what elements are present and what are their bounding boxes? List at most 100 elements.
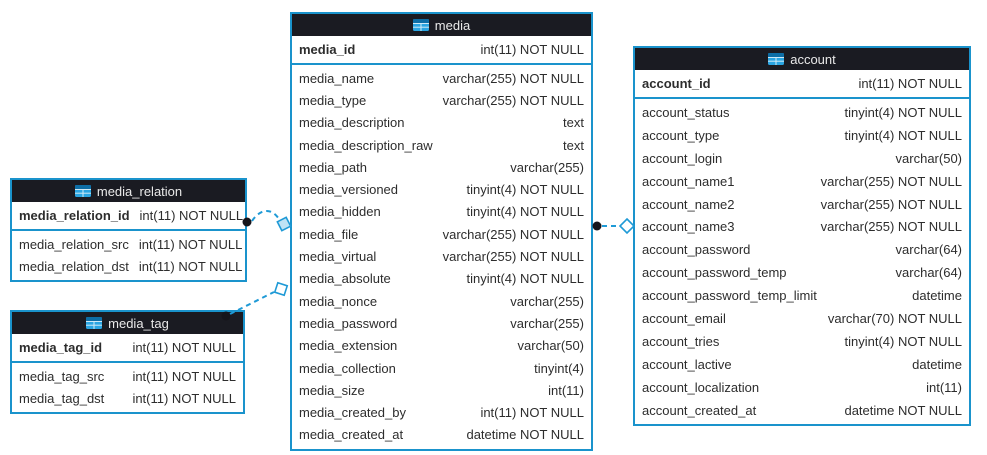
table-row[interactable]: media_nonce varchar(255) xyxy=(292,290,591,312)
table-title: media_tag xyxy=(108,315,169,331)
field-name: account_name2 xyxy=(642,196,735,212)
table-icon xyxy=(412,19,429,31)
table-icon xyxy=(86,317,103,329)
field-type: int(11) NOT NULL xyxy=(858,76,962,91)
field-type: varchar(255) NOT NULL xyxy=(820,219,962,235)
field-name: media_relation_src xyxy=(19,236,129,252)
field-name: media_extension xyxy=(299,338,398,354)
field-name: account_name1 xyxy=(642,173,735,189)
field-name: media_description_raw xyxy=(299,137,433,153)
field-type: int(11) NOT NULL xyxy=(480,42,584,57)
table-row[interactable]: media_relation_src int(11) NOT NULL xyxy=(12,233,245,255)
table-icon xyxy=(768,53,785,65)
table-row[interactable]: media_tag_src int(11) NOT NULL xyxy=(12,365,243,387)
field-name: account_status xyxy=(642,104,730,120)
field-type: varchar(255) xyxy=(510,315,584,331)
field-name: account_password_temp xyxy=(642,265,787,281)
table-header-media-tag[interactable]: media_tag xyxy=(12,312,243,334)
connector-media-to-account[interactable] xyxy=(592,217,636,235)
field-type: int(11) xyxy=(548,382,584,398)
table-row[interactable]: account_password_temp varchar(64) xyxy=(635,261,969,284)
field-type: tinyint(4) NOT NULL xyxy=(466,204,584,220)
field-type: varchar(255) NOT NULL xyxy=(442,226,584,242)
field-type: tinyint(4) xyxy=(534,360,584,376)
primary-key-row[interactable]: media_relation_id int(11) NOT NULL xyxy=(12,202,245,231)
table-row[interactable]: media_file varchar(255) NOT NULL xyxy=(292,223,591,245)
table-header-media-relation[interactable]: media_relation xyxy=(12,180,245,202)
table-header-account[interactable]: account xyxy=(635,48,969,70)
table-title: media_relation xyxy=(96,183,183,199)
table-account[interactable]: account account_id int(11) NOT NULL acco… xyxy=(633,46,971,427)
connector-diamond xyxy=(618,217,636,235)
field-name: account_name3 xyxy=(642,219,735,235)
table-media-relation[interactable]: media_relation media_relation_id int(11)… xyxy=(10,178,247,282)
field-type: tinyint(4) NOT NULL xyxy=(844,104,962,120)
primary-key-row[interactable]: account_id int(11) NOT NULL xyxy=(635,70,969,99)
field-name: media_type xyxy=(299,92,367,108)
field-name: media_tag_src xyxy=(19,368,105,384)
field-type: varchar(64) xyxy=(895,265,962,281)
table-row[interactable]: media_versioned tinyint(4) NOT NULL xyxy=(292,178,591,200)
primary-key-row[interactable]: media_id int(11) NOT NULL xyxy=(292,36,591,65)
table-row[interactable]: media_size int(11) xyxy=(292,379,591,401)
table-header-media[interactable]: media xyxy=(292,14,591,36)
field-name: account_lactive xyxy=(642,356,732,372)
table-row[interactable]: account_name3 varchar(255) NOT NULL xyxy=(635,215,969,238)
field-type: varchar(255) xyxy=(510,293,584,309)
field-type: tinyint(4) NOT NULL xyxy=(844,127,962,143)
field-name: media_relation_id xyxy=(19,208,130,223)
field-type: tinyint(4) NOT NULL xyxy=(844,333,962,349)
field-type: int(11) NOT NULL xyxy=(138,236,243,252)
field-type: int(11) NOT NULL xyxy=(138,258,243,274)
field-type: datetime xyxy=(912,356,962,372)
field-type: datetime xyxy=(912,288,962,304)
field-name: media_file xyxy=(299,226,359,242)
table-row[interactable]: account_name1 varchar(255) NOT NULL xyxy=(635,170,969,193)
primary-key-row[interactable]: media_tag_id int(11) NOT NULL xyxy=(12,334,243,363)
connector-media-relation-to-media[interactable] xyxy=(242,210,293,233)
field-type: int(11) NOT NULL xyxy=(132,368,236,384)
field-name: media_virtual xyxy=(299,249,377,265)
field-type: int(11) xyxy=(926,379,962,395)
table-row[interactable]: account_lactive datetime xyxy=(635,353,969,376)
connector-line xyxy=(251,210,280,222)
field-type: int(11) NOT NULL xyxy=(132,390,236,406)
field-name: media_created_at xyxy=(299,427,404,443)
table-media-tag[interactable]: media_tag media_tag_id int(11) NOT NULL … xyxy=(10,310,245,414)
field-name: media_versioned xyxy=(299,182,399,198)
field-name: media_id xyxy=(299,42,356,57)
field-type: tinyint(4) NOT NULL xyxy=(466,271,584,287)
field-name: media_size xyxy=(299,382,365,398)
field-type: tinyint(4) NOT NULL xyxy=(466,182,584,198)
field-name: media_nonce xyxy=(299,293,378,309)
field-name: account_login xyxy=(642,150,723,166)
table-media[interactable]: media media_id int(11) NOT NULL media_na… xyxy=(290,12,593,452)
field-type: varchar(255) NOT NULL xyxy=(820,173,962,189)
table-row[interactable]: account_status tinyint(4) NOT NULL xyxy=(635,101,969,124)
